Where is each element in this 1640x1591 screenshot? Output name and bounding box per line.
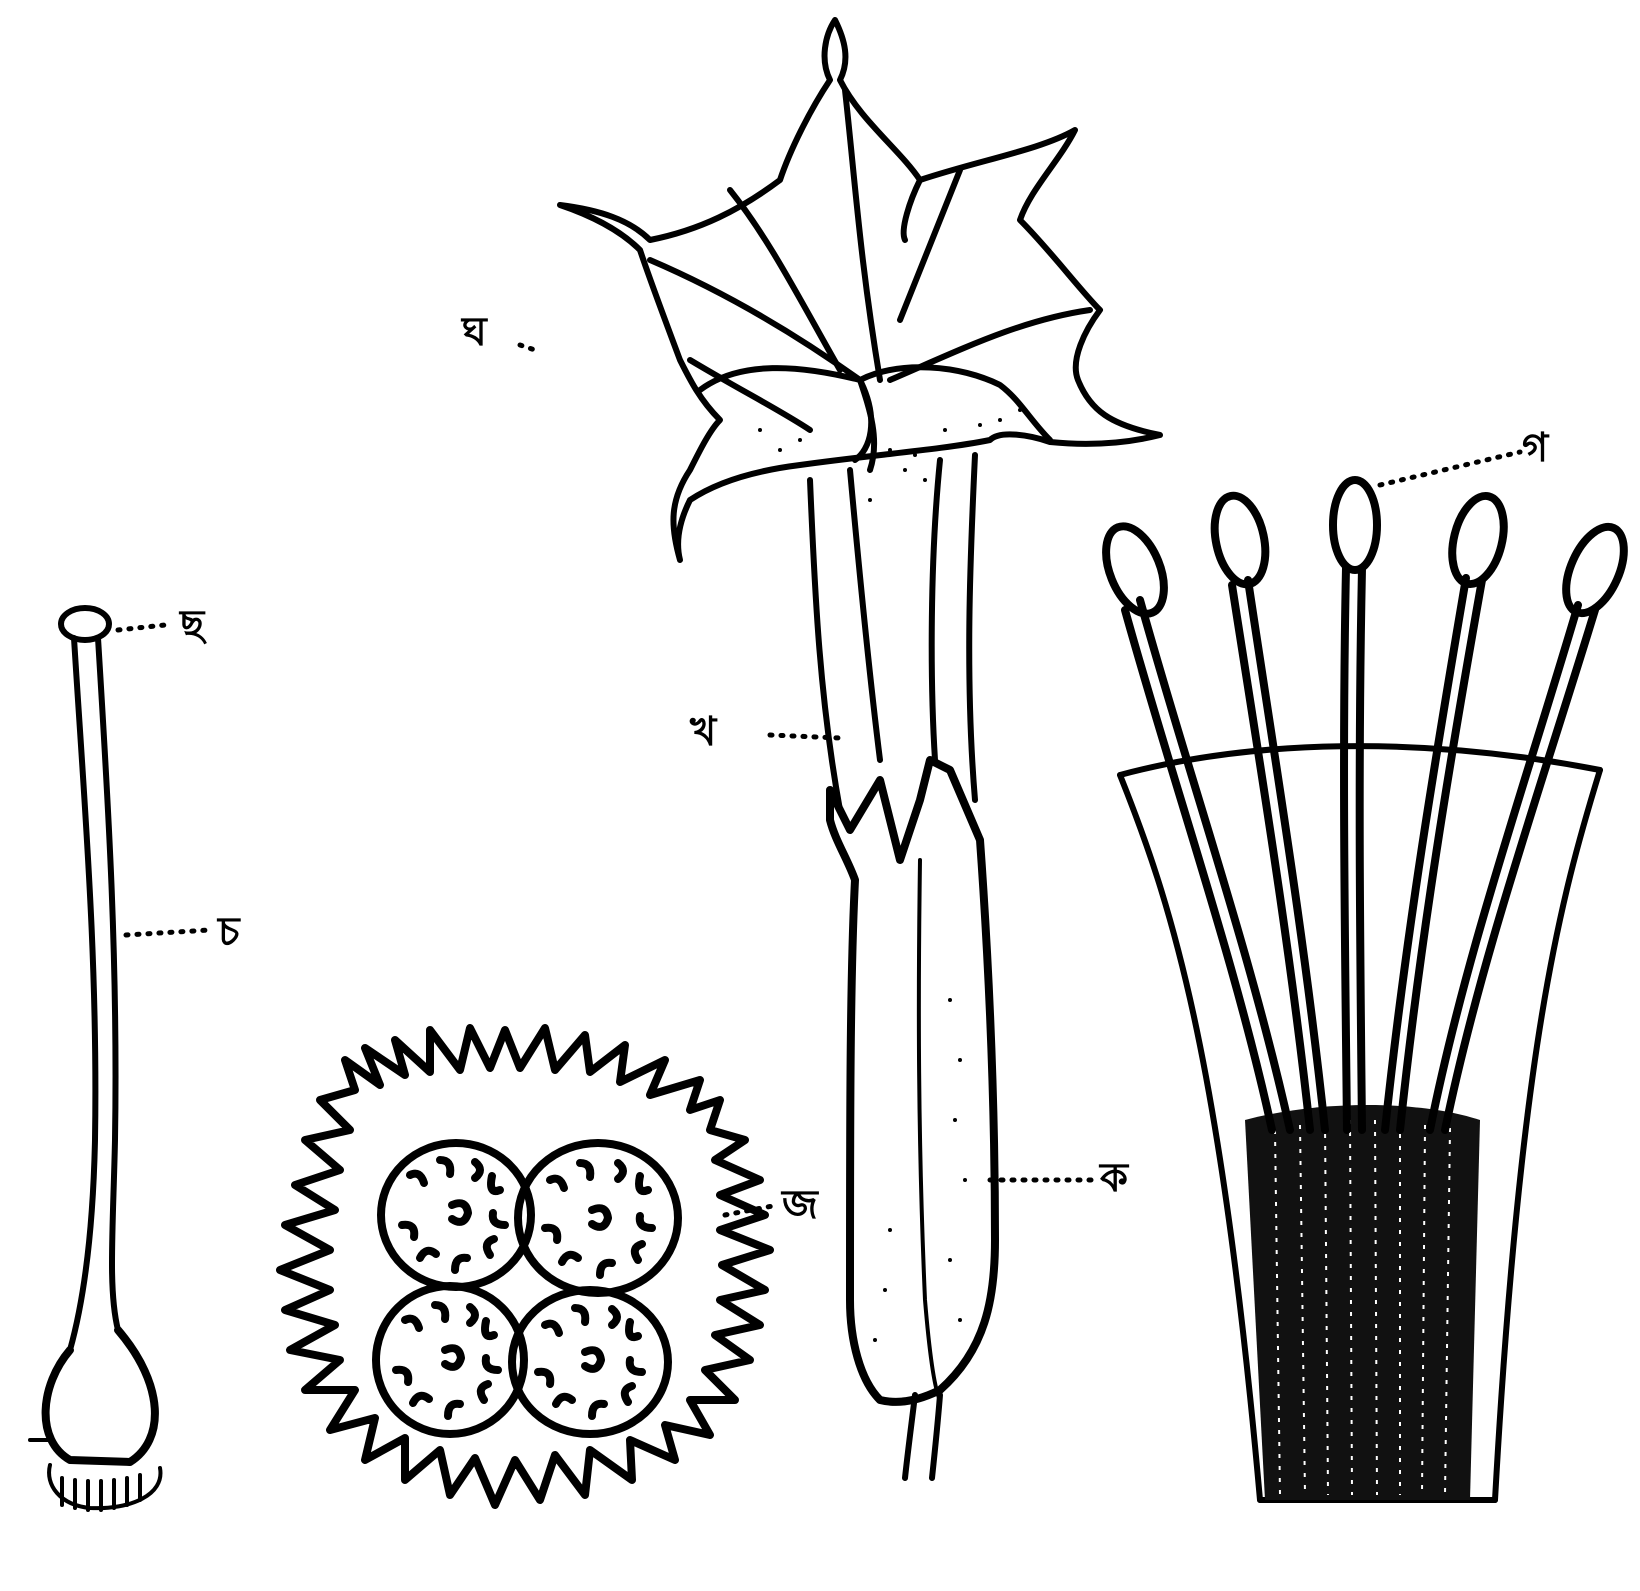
leader-lines [118, 345, 1520, 1215]
locule-bottom-left [376, 1286, 524, 1434]
corolla-tube-right [969, 455, 975, 800]
tube-left-edge [1120, 775, 1260, 1500]
calyx [830, 760, 995, 1402]
leader-gha [520, 345, 535, 350]
corolla-tube-left [810, 480, 840, 810]
leader-ga [1380, 452, 1520, 485]
corolla-tube-inner-right [932, 460, 940, 760]
ovary [46, 1330, 155, 1462]
label-gha: ঘ [462, 312, 487, 352]
corolla-tube-inner-left [850, 470, 880, 760]
label-ka: ক [1100, 1158, 1128, 1198]
ovary-wall-spiny [280, 1028, 770, 1505]
style-right-edge [98, 638, 118, 1330]
label-ja: জ [782, 1185, 818, 1225]
stigma [61, 608, 109, 640]
style-left-edge [70, 638, 95, 1350]
pistil-figure [30, 608, 160, 1510]
label-ga: গ [1522, 428, 1548, 468]
anther-5 [1554, 518, 1635, 622]
stamen-figure [1095, 480, 1636, 1500]
flower-figure [560, 20, 1160, 1478]
anther-3 [1333, 480, 1377, 570]
calyx-midline [919, 860, 940, 1400]
anther-2 [1207, 491, 1273, 589]
disc-base [49, 1465, 160, 1508]
label-cha: ছ [180, 605, 204, 645]
pedicel-left [905, 1395, 915, 1478]
stamen-1 [1095, 518, 1290, 1130]
pedicel-right [932, 1395, 940, 1478]
anther-1 [1095, 518, 1176, 622]
ovary-cross-section [280, 1028, 770, 1505]
anther-4 [1444, 491, 1512, 590]
locule-top-left [381, 1143, 531, 1287]
leader-ca [126, 930, 210, 935]
stamen-3 [1333, 480, 1377, 1130]
corolla-limb [560, 20, 1160, 560]
disc-teeth [62, 1475, 140, 1510]
locule-bottom-right [512, 1290, 668, 1434]
locule-top-right [518, 1143, 678, 1293]
leader-cha [118, 625, 165, 630]
label-ca: চ [218, 912, 240, 952]
label-kha: খ [690, 712, 716, 752]
